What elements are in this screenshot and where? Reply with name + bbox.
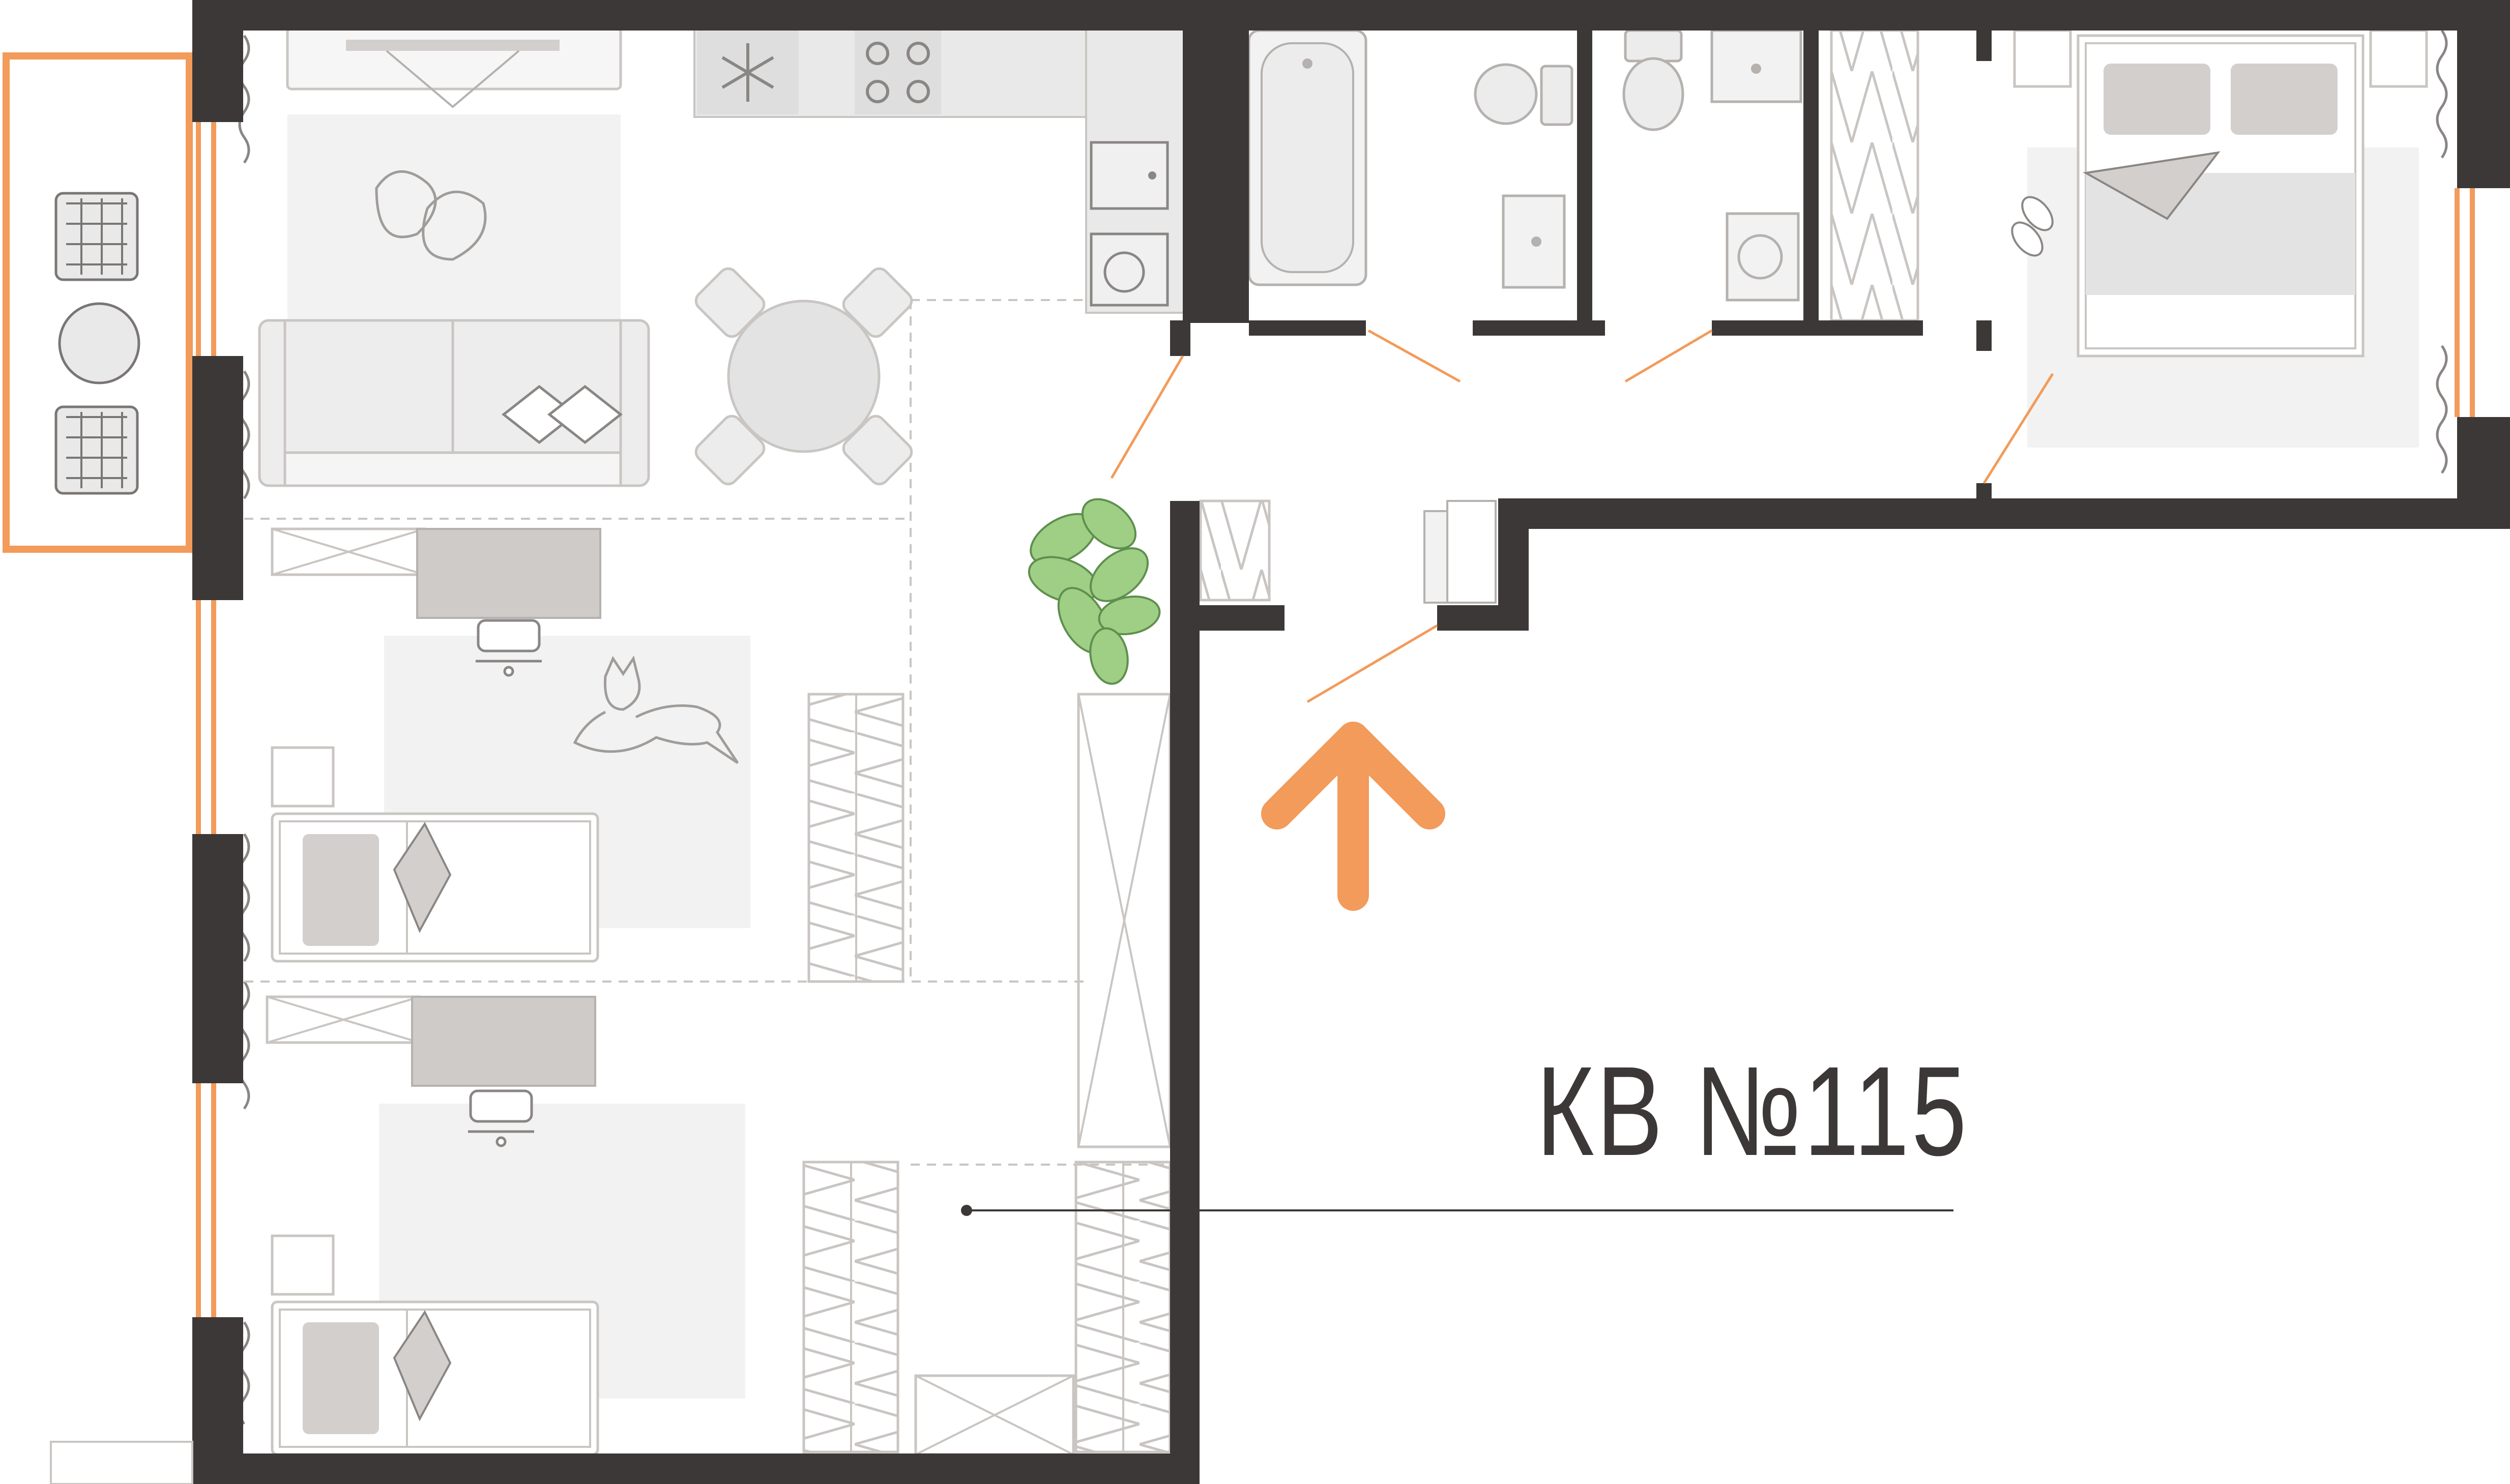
bathtub [1247, 29, 1367, 286]
nightstand [2369, 29, 2428, 88]
curtains [238, 29, 2448, 1425]
desk-unit [271, 527, 601, 677]
double-bed [2077, 34, 2365, 358]
balcony-chair [54, 405, 139, 495]
living-rug [287, 114, 621, 333]
decor-shapes [375, 170, 487, 261]
wardrobe [807, 693, 904, 983]
dog-icon [573, 655, 739, 764]
hall-seat [1423, 500, 1497, 604]
apartment-number-label: КВ №115 [1536, 1040, 1969, 1182]
office-chair [468, 1089, 534, 1147]
label-leader [961, 1205, 1953, 1216]
slippers [2011, 196, 2054, 257]
windows [196, 122, 2475, 1317]
arrow-up-icon [1261, 722, 1445, 911]
wardrobe [1074, 1161, 1172, 1453]
balcony-chair [54, 192, 139, 281]
balcony-table [58, 302, 140, 384]
washing-machine [1726, 212, 1800, 302]
storage-box [914, 1374, 1075, 1456]
toilet [1474, 63, 1573, 126]
nightstand [271, 746, 335, 808]
balcony-outline [3, 52, 193, 553]
dining-table [727, 300, 881, 453]
snowflake-icon [721, 43, 774, 102]
hall-wardrobe [1077, 693, 1172, 1148]
dining-set [694, 267, 913, 486]
bathroom-sink [1502, 194, 1566, 289]
nightstand [271, 1234, 335, 1296]
office-chair [476, 619, 542, 677]
single-bed [271, 812, 599, 963]
desk-unit [266, 995, 596, 1147]
sofa [258, 319, 650, 487]
kitchen-sink [1090, 141, 1169, 210]
wc-sink [1710, 29, 1802, 103]
kitchen [693, 27, 1189, 314]
entry-step [50, 1441, 193, 1484]
tv-stand [286, 26, 622, 108]
utility-cabinet [1830, 29, 1919, 322]
door-swings [1110, 329, 2054, 703]
wardrobe [802, 1161, 899, 1453]
plant-icon [1028, 498, 1161, 685]
shoe-cabinet [1199, 499, 1271, 602]
balcony [3, 52, 193, 553]
stove [855, 31, 941, 114]
nightstand [2013, 29, 2072, 88]
washer [1090, 232, 1169, 307]
toilet [1622, 29, 1684, 131]
single-bed [271, 1300, 599, 1456]
walls [192, 0, 2510, 1484]
